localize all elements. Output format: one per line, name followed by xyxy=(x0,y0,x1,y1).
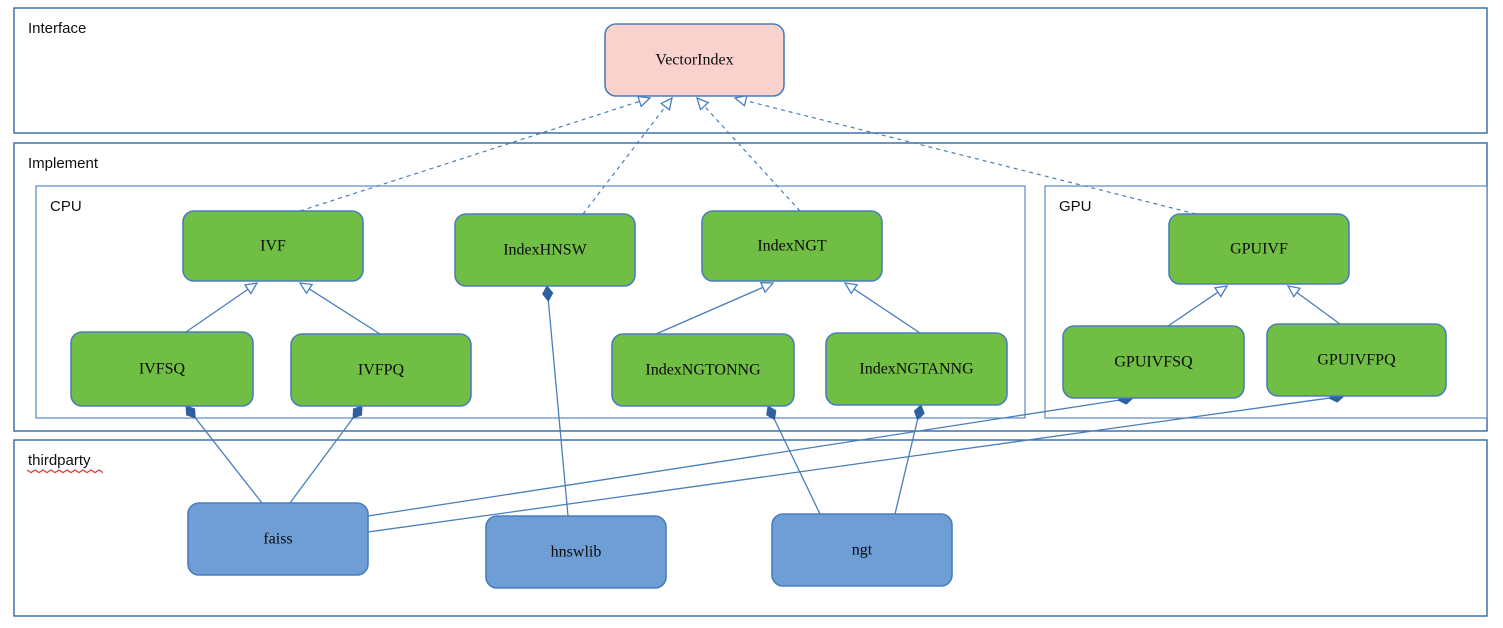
node-box[interactable] xyxy=(1168,213,1350,285)
node-label: GPUIVFPQ xyxy=(1317,352,1396,369)
edge-indexhnsw-to-vectorindex xyxy=(582,96,673,215)
arrowhead-hollow-triangle xyxy=(759,281,775,294)
node-box[interactable] xyxy=(454,213,636,287)
group-label-gpu: GPU xyxy=(1059,198,1092,215)
edge-line xyxy=(853,288,921,334)
edge-hnswlib-to-indexhnsw xyxy=(542,285,569,517)
class-node-indexngtonng[interactable]: IndexNGTONNG xyxy=(611,333,795,407)
edge-line xyxy=(185,288,249,333)
group-label-interface: Interface xyxy=(28,20,86,37)
edge-indexngtonng-to-indexngt xyxy=(655,281,775,335)
edge-line xyxy=(582,106,666,215)
arrowhead-hollow-triangle xyxy=(1286,285,1302,298)
node-box[interactable] xyxy=(701,210,883,282)
edge-faiss-to-ivfpq xyxy=(289,405,363,504)
edge-indexngtanng-to-indexngt xyxy=(843,282,921,334)
node-box[interactable] xyxy=(485,515,667,589)
node-label: IndexNGTONNG xyxy=(645,362,761,379)
edge-line xyxy=(367,399,1119,517)
class-node-ivf[interactable]: IVF xyxy=(182,210,364,282)
edge-line xyxy=(655,286,764,335)
spellcheck-underline xyxy=(26,469,104,474)
composition-diamond xyxy=(185,405,196,419)
group-label-thirdparty: thirdparty xyxy=(28,452,91,469)
edge-ivfsq-to-ivf xyxy=(185,282,259,333)
arrowhead-hollow-triangle xyxy=(843,282,859,295)
edge-faiss-to-ivfsq xyxy=(185,405,263,504)
edge-line xyxy=(194,417,263,504)
edge-line xyxy=(299,100,640,212)
arrowhead-hollow-triangle xyxy=(695,96,710,111)
edge-ivf-to-vectorindex xyxy=(299,95,652,212)
node-box[interactable] xyxy=(70,331,254,407)
class-node-faiss[interactable]: faiss xyxy=(187,502,369,576)
edge-line xyxy=(1296,291,1341,325)
node-label: IVFPQ xyxy=(358,362,405,379)
edge-ivfpq-to-ivf xyxy=(298,282,381,335)
edge-line xyxy=(547,300,569,517)
node-label: VectorIndex xyxy=(655,52,733,69)
edge-gpuivfsq-to-gpuivf xyxy=(1167,285,1229,327)
edge-line xyxy=(289,417,354,504)
node-box[interactable] xyxy=(611,333,795,407)
arrowhead-hollow-triangle xyxy=(659,96,673,112)
edge-line xyxy=(745,100,1197,215)
node-label: IndexNGTANNG xyxy=(859,361,974,378)
class-node-hnswlib[interactable]: hnswlib xyxy=(485,515,667,589)
node-label: ngt xyxy=(852,542,873,559)
node-box[interactable] xyxy=(604,23,785,97)
node-box[interactable] xyxy=(1266,323,1447,397)
node-label: IndexNGT xyxy=(757,238,827,255)
edge-indexngt-to-vectorindex xyxy=(695,96,801,212)
group-label-cpu: CPU xyxy=(50,198,82,215)
class-node-ivfpq[interactable]: IVFPQ xyxy=(290,333,472,407)
class-node-indexngt[interactable]: IndexNGT xyxy=(701,210,883,282)
node-label: GPUIVF xyxy=(1230,241,1288,258)
edge-line xyxy=(773,419,821,515)
node-box[interactable] xyxy=(182,210,364,282)
class-node-ivfsq[interactable]: IVFSQ xyxy=(70,331,254,407)
class-node-vectorindex[interactable]: VectorIndex xyxy=(604,23,785,97)
arrowhead-hollow-triangle xyxy=(243,282,259,295)
edge-ngt-to-indexngtanng xyxy=(894,404,925,515)
class-node-indexhnsw[interactable]: IndexHNSW xyxy=(454,213,636,287)
node-box[interactable] xyxy=(825,332,1008,406)
arrowhead-hollow-triangle xyxy=(298,282,314,295)
edge-ngt-to-indexngtonng xyxy=(766,405,821,515)
node-label: GPUIVFSQ xyxy=(1114,354,1193,371)
edge-line xyxy=(1167,291,1219,327)
edge-gpuivf-to-vectorindex xyxy=(733,94,1197,215)
edge-gpuivfpq-to-gpuivf xyxy=(1286,285,1341,325)
arrowhead-hollow-triangle xyxy=(733,94,748,107)
node-box[interactable] xyxy=(1062,325,1245,399)
class-node-indexngtanng[interactable]: IndexNGTANNG xyxy=(825,332,1008,406)
composition-diamond xyxy=(913,404,925,421)
class-node-gpuivfpq[interactable]: GPUIVFPQ xyxy=(1266,323,1447,397)
node-label: IVFSQ xyxy=(139,361,186,378)
node-label: IVF xyxy=(260,238,286,255)
node-label: hnswlib xyxy=(551,544,602,561)
node-box[interactable] xyxy=(771,513,953,587)
composition-diamond xyxy=(542,285,554,302)
relationship-edges xyxy=(185,94,1345,533)
arrowhead-hollow-triangle xyxy=(1213,285,1229,298)
composition-diamond xyxy=(352,405,363,419)
composition-diamond xyxy=(766,405,777,421)
edge-line xyxy=(367,397,1330,533)
node-box[interactable] xyxy=(290,333,472,407)
edge-line xyxy=(894,419,919,515)
node-box[interactable] xyxy=(187,502,369,576)
class-node-gpuivf[interactable]: GPUIVF xyxy=(1168,213,1350,285)
edge-line xyxy=(308,288,381,335)
class-node-gpuivfsq[interactable]: GPUIVFSQ xyxy=(1062,325,1245,399)
arrowhead-hollow-triangle xyxy=(637,95,652,108)
class-node-ngt[interactable]: ngt xyxy=(771,513,953,587)
node-label: faiss xyxy=(263,531,292,548)
group-label-implement: Implement xyxy=(28,155,99,172)
node-label: IndexHNSW xyxy=(503,242,587,259)
